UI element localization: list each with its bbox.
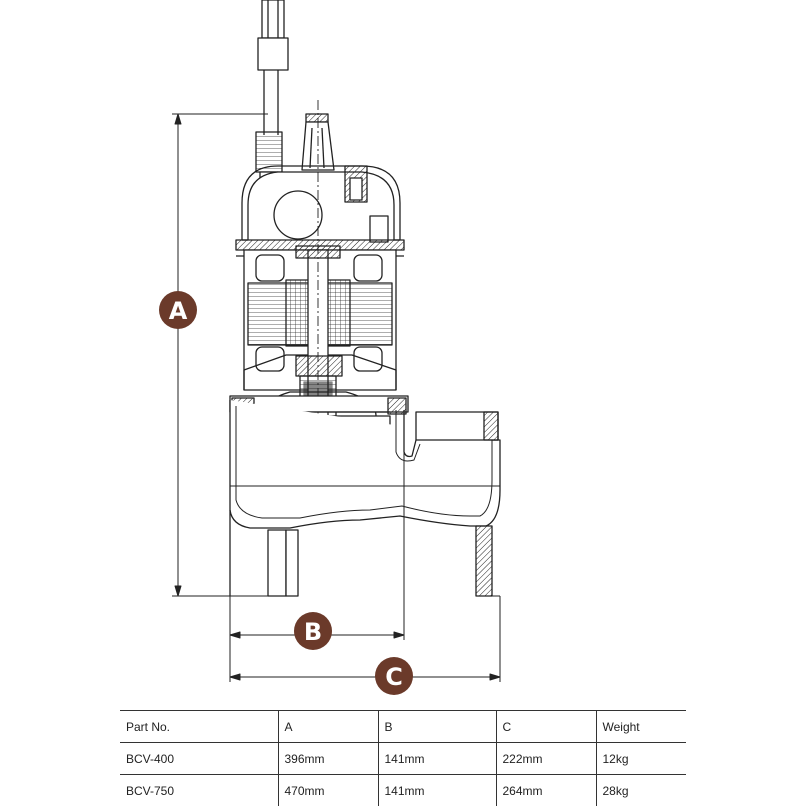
cell-a: 396mm [278, 743, 378, 775]
cell-part-no: BCV-750 [120, 775, 278, 806]
cell-b: 141mm [378, 775, 496, 806]
volute-casing [230, 400, 500, 596]
specification-table: Part No. A B C Weight BCV-400 396mm 141m… [120, 710, 686, 806]
header-weight: Weight [596, 711, 686, 743]
dimension-c-label: C [385, 663, 403, 691]
header-a: A [278, 711, 378, 743]
dimension-c-line [230, 596, 500, 682]
cell-weight: 12kg [596, 743, 686, 775]
header-part-no: Part No. [120, 711, 278, 743]
dimension-b-badge: B [294, 612, 332, 650]
table-header-row: Part No. A B C Weight [120, 711, 686, 743]
dimension-a-label: A [169, 297, 188, 325]
dimension-a-badge: A [159, 291, 197, 329]
cell-b: 141mm [378, 743, 496, 775]
header-b: B [378, 711, 496, 743]
cell-c: 264mm [496, 775, 596, 806]
cell-weight: 28kg [596, 775, 686, 806]
power-cable [256, 0, 288, 192]
dimension-b-label: B [304, 618, 322, 646]
dimension-c-badge: C [375, 657, 413, 695]
table-row: BCV-750 470mm 141mm 264mm 28kg [120, 775, 686, 806]
cell-a: 470mm [278, 775, 378, 806]
table-row: BCV-400 396mm 141mm 222mm 12kg [120, 743, 686, 775]
motor-top-cover [236, 166, 404, 256]
header-c: C [496, 711, 596, 743]
cell-c: 222mm [496, 743, 596, 775]
pump-dimension-drawing: A B C [0, 0, 804, 710]
cell-part-no: BCV-400 [120, 743, 278, 775]
